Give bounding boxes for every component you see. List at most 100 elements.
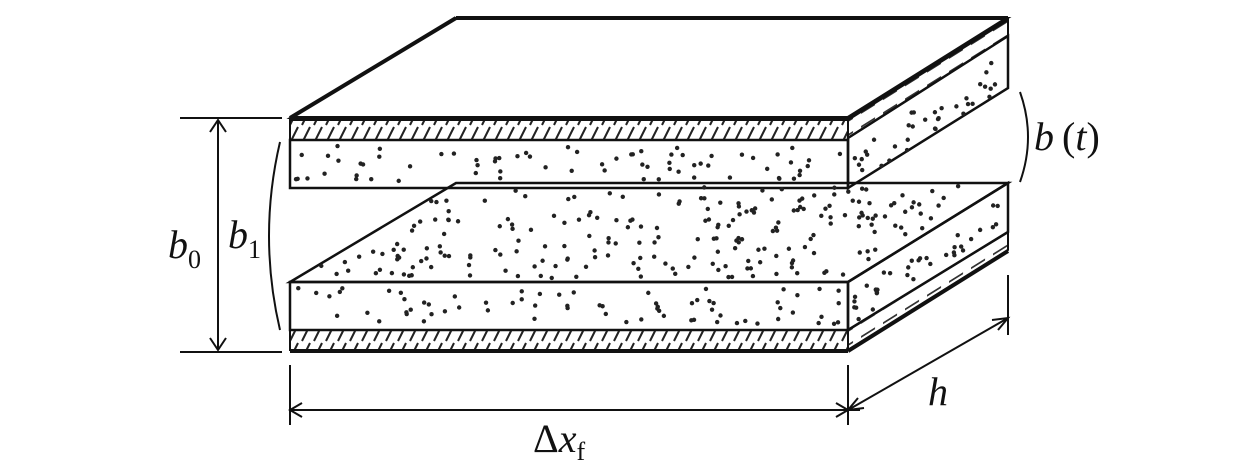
- porous-dot: [781, 287, 786, 292]
- porous-dot: [410, 265, 416, 270]
- bottom-slab-top-surface: [285, 181, 1013, 284]
- porous-dot: [429, 198, 434, 204]
- porous-dot: [409, 228, 415, 233]
- porous-dot: [327, 294, 332, 299]
- porous-dot: [812, 193, 817, 198]
- porous-dot: [874, 290, 880, 295]
- porous-dot: [709, 153, 714, 159]
- porous-dot: [893, 223, 898, 228]
- porous-dot: [482, 198, 488, 203]
- porous-dot: [779, 186, 784, 192]
- porous-dot: [646, 290, 651, 296]
- porous-dot: [380, 251, 385, 257]
- porous-dot: [377, 319, 382, 324]
- porous-dot: [750, 155, 756, 161]
- porous-dot: [990, 224, 996, 230]
- porous-dot: [995, 203, 1000, 209]
- porous-dot: [519, 297, 524, 302]
- porous-dot: [692, 162, 697, 168]
- porous-dot: [906, 265, 911, 270]
- porous-dot: [922, 117, 928, 122]
- porous-dot: [515, 154, 520, 159]
- porous-dot: [716, 267, 721, 273]
- porous-dot: [856, 223, 861, 229]
- porous-dot: [857, 250, 862, 255]
- porous-dot: [335, 143, 340, 149]
- porous-dot: [795, 207, 800, 213]
- porous-dot: [711, 300, 716, 306]
- porous-dot: [557, 292, 562, 297]
- porous-dot: [775, 316, 781, 322]
- porous-dot: [965, 101, 971, 107]
- porous-dot: [703, 286, 709, 292]
- porous-dot: [857, 215, 862, 220]
- porous-dot: [801, 206, 806, 212]
- porous-dot: [542, 244, 548, 249]
- porous-dot: [930, 188, 935, 194]
- porous-dot: [850, 198, 855, 203]
- porous-dot: [537, 291, 543, 297]
- porous-dot: [788, 160, 794, 165]
- porous-dot: [396, 178, 401, 184]
- porous-dot: [639, 148, 644, 154]
- porous-dot: [989, 60, 994, 66]
- porous-dot: [630, 152, 635, 157]
- porous-dot: [840, 272, 846, 277]
- porous-dot: [474, 157, 479, 163]
- porous-dot: [394, 241, 400, 247]
- porous-dot: [932, 126, 938, 131]
- porous-dot: [442, 309, 448, 314]
- porous-dot: [656, 192, 662, 197]
- porous-dot: [918, 211, 923, 216]
- porous-dot: [859, 186, 865, 191]
- porous-dot: [790, 310, 796, 315]
- porous-dot: [624, 319, 629, 325]
- porous-dot: [881, 270, 887, 275]
- porous-dot: [903, 209, 908, 214]
- porous-dot: [595, 215, 600, 220]
- porous-dot: [960, 248, 966, 253]
- porous-dot: [592, 248, 597, 253]
- porous-dot: [498, 252, 503, 257]
- porous-dot: [952, 253, 957, 258]
- porous-dot: [866, 256, 871, 262]
- porous-dot: [509, 222, 515, 227]
- porous-dot: [739, 237, 745, 242]
- porous-dot: [993, 222, 999, 227]
- porous-dot: [775, 152, 780, 157]
- porous-dot: [565, 144, 571, 150]
- porous-dot: [954, 104, 959, 109]
- porous-dot: [340, 286, 345, 291]
- porous-dot: [667, 160, 672, 166]
- porous-dot: [698, 161, 703, 166]
- dot-fill-layer: [293, 60, 1000, 326]
- porous-dot: [354, 173, 359, 178]
- porous-dot: [510, 226, 515, 232]
- porous-dot: [932, 110, 938, 115]
- porous-dot: [835, 320, 841, 325]
- porous-dot: [576, 217, 582, 222]
- porous-dot: [702, 185, 707, 190]
- porous-dot: [565, 256, 570, 261]
- porous-dot: [757, 260, 763, 265]
- top-slab: [286, 16, 1012, 191]
- porous-dot: [631, 260, 636, 266]
- porous-dot: [823, 206, 828, 211]
- porous-dot: [977, 227, 983, 233]
- porous-dot: [920, 226, 925, 231]
- porous-dot: [795, 270, 800, 276]
- porous-dot: [718, 313, 723, 318]
- porous-dot: [296, 286, 301, 291]
- porous-dot: [730, 217, 736, 223]
- porous-dot: [819, 213, 824, 219]
- porous-dot: [882, 214, 888, 219]
- porous-dot: [770, 228, 776, 234]
- porous-dot: [670, 266, 675, 271]
- porous-dot: [789, 260, 795, 266]
- porous-dot: [743, 318, 748, 324]
- porous-dot: [691, 175, 697, 180]
- porous-dot: [620, 194, 625, 199]
- porous-dot: [325, 153, 331, 159]
- porous-dot: [943, 252, 949, 258]
- porous-dot: [452, 294, 458, 299]
